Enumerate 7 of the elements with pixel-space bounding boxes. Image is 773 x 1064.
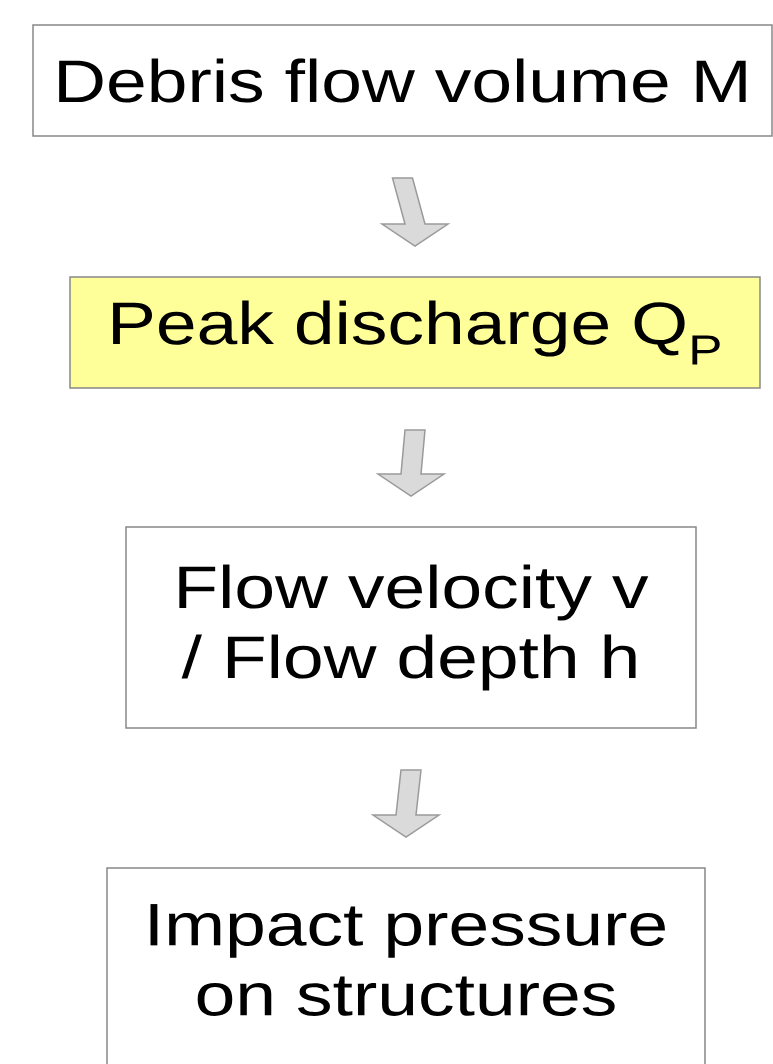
- process-box: Flow velocity v / Flow depth h: [125, 526, 697, 729]
- block-arrow: [379, 177, 451, 247]
- block-arrow: [370, 769, 442, 838]
- process-box: Impact pressure on structures: [106, 867, 706, 1064]
- process-box: Peak discharge Q$_{P}$: [69, 276, 761, 389]
- process-box: Debris flow volume M: [32, 24, 773, 137]
- block-arrow: [375, 429, 447, 497]
